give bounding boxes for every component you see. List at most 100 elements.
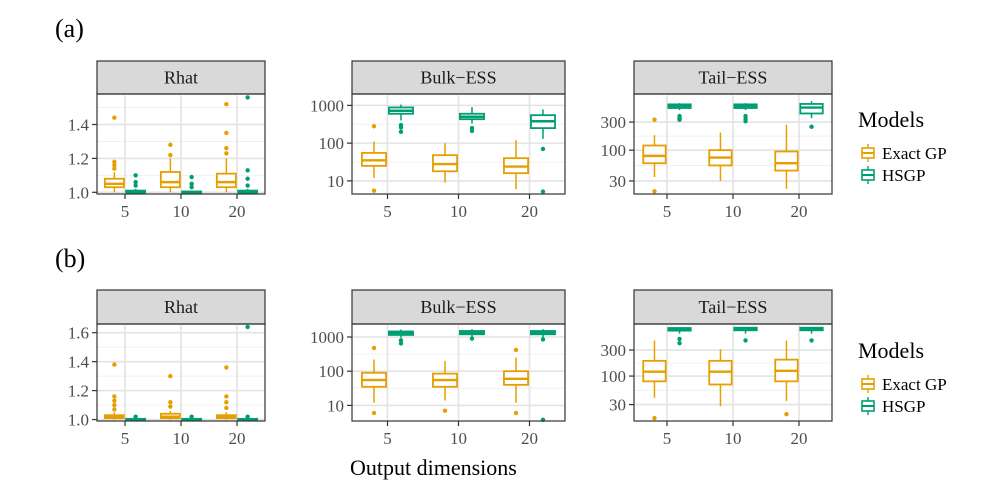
x-tick-label: 5 — [383, 429, 392, 448]
panel-strip — [633, 289, 833, 325]
box-exact-gp — [642, 340, 667, 421]
outlier-point — [540, 146, 546, 152]
box-body — [159, 171, 181, 189]
outlier-point — [133, 183, 138, 188]
outlier-point — [677, 336, 682, 342]
outlier-point — [189, 181, 194, 187]
outlier-point — [133, 173, 138, 178]
box-hsgp — [388, 104, 414, 134]
box-hsgp — [181, 414, 203, 422]
outlier-point — [133, 414, 138, 419]
y-tick-label: 10 — [327, 396, 344, 415]
outlier-point — [442, 408, 448, 413]
box-hsgp — [237, 324, 259, 422]
outlier-point — [112, 115, 117, 120]
box-hsgp — [530, 329, 556, 422]
y-tick-label: 100 — [601, 367, 627, 386]
box-hsgp — [733, 326, 758, 343]
y-tick-label: 10 — [327, 172, 344, 191]
outlier-point — [189, 174, 194, 180]
outlier-point — [652, 189, 657, 194]
panel-strip — [633, 60, 833, 95]
box-hsgp — [388, 329, 414, 346]
box-exact-gp — [503, 140, 529, 190]
y-tick-label: 100 — [319, 362, 345, 381]
panel-border — [96, 93, 266, 195]
legend-entry-label: Exact GP — [882, 375, 947, 394]
box-body — [774, 150, 799, 172]
outlier-point — [784, 411, 789, 417]
outlier-point — [371, 188, 377, 193]
box-exact-gp — [432, 143, 458, 183]
y-tick-label: 100 — [601, 141, 627, 160]
x-tick-label: 10 — [173, 429, 190, 448]
box-hsgp — [667, 103, 692, 122]
legend-entry-label: HSGP — [882, 397, 925, 416]
outlier-point — [224, 130, 229, 136]
box-exact-gp — [432, 360, 458, 413]
outlier-point — [224, 399, 229, 405]
box-hsgp — [799, 101, 824, 129]
x-tick-label: 10 — [450, 202, 467, 221]
box-exact-gp — [503, 347, 529, 416]
box-exact-gp — [103, 362, 125, 420]
outlier-point — [677, 341, 682, 346]
legend-entry-label: Exact GP — [882, 144, 947, 163]
outlier-point — [168, 373, 173, 379]
y-tick-label: 1.0 — [68, 183, 89, 202]
outlier-point — [540, 189, 546, 194]
outlier-point — [224, 365, 229, 370]
y-tick-label: 1.2 — [68, 149, 89, 168]
outlier-point — [398, 129, 404, 134]
outlier-point — [743, 113, 748, 119]
outlier-point — [371, 345, 377, 351]
y-tick-label: 1.0 — [68, 411, 89, 430]
panel-title: Tail−ESS — [699, 68, 768, 88]
box-exact-gp — [774, 124, 799, 189]
x-tick-label: 20 — [229, 429, 246, 448]
panel-title: Bulk−ESS — [420, 68, 496, 88]
box-exact-gp — [642, 117, 667, 194]
outlier-point — [652, 117, 657, 122]
outlier-point — [133, 179, 138, 185]
outlier-point — [652, 415, 657, 421]
outlier-point — [809, 124, 814, 129]
y-tick-label: 1000 — [310, 328, 344, 347]
outlier-point — [168, 152, 173, 158]
outlier-point — [112, 402, 117, 408]
x-tick-label: 20 — [791, 202, 808, 221]
outlier-point — [112, 159, 117, 164]
legend-title: Models — [858, 107, 924, 132]
panel-border — [351, 93, 566, 195]
legend-entry-label: HSGP — [882, 166, 925, 185]
x-tick-label: 10 — [725, 202, 742, 221]
outlier-point — [513, 347, 519, 353]
box-body — [642, 144, 667, 165]
outlier-point — [245, 95, 250, 100]
box-hsgp — [459, 107, 485, 134]
y-tick-label: 300 — [601, 113, 627, 132]
outlier-point — [189, 414, 194, 419]
x-tick-label: 5 — [663, 429, 672, 448]
outlier-point — [677, 113, 682, 119]
y-tick-label: 1.4 — [68, 116, 90, 135]
box-hsgp — [733, 103, 758, 124]
outlier-point — [245, 168, 250, 173]
x-tick-label: 20 — [229, 202, 246, 221]
box-exact-gp — [159, 142, 181, 193]
row-label: (b) — [55, 244, 85, 273]
x-tick-label: 20 — [521, 202, 538, 221]
box-hsgp — [181, 174, 203, 194]
outlier-point — [168, 404, 173, 409]
y-tick-label: 1.6 — [68, 324, 89, 343]
legend-title: Models — [858, 338, 924, 363]
x-tick-label: 10 — [725, 429, 742, 448]
outlier-point — [224, 394, 229, 399]
outlier-point — [398, 341, 404, 346]
